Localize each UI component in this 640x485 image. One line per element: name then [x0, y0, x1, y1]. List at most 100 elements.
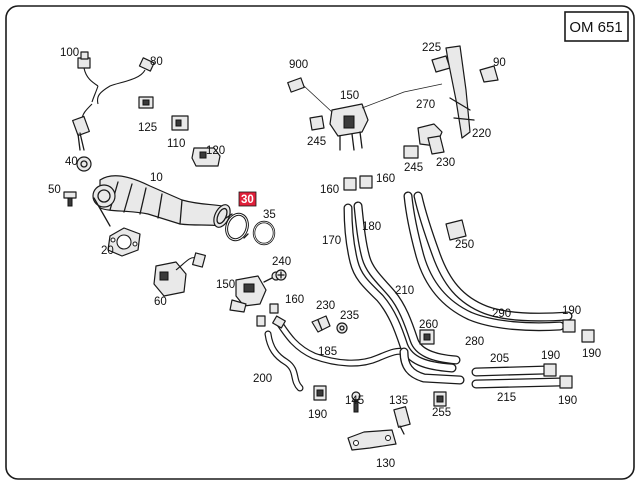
- label-120[interactable]: 120: [206, 145, 225, 157]
- part-245-clip-b[interactable]: [403, 145, 419, 159]
- part-280-pipe[interactable]: [413, 191, 573, 322]
- label-190d[interactable]: 190: [541, 350, 560, 362]
- part-135-sensor[interactable]: [393, 406, 411, 435]
- part-245-clip-a[interactable]: [309, 115, 325, 131]
- label-190e[interactable]: 190: [558, 395, 577, 407]
- label-185[interactable]: 185: [318, 346, 337, 358]
- label-220[interactable]: 220: [472, 128, 491, 140]
- label-270[interactable]: 270: [416, 99, 435, 111]
- label-160a[interactable]: 160: [285, 294, 304, 306]
- part-205-pipe[interactable]: [471, 365, 551, 377]
- part-190-clamp-b[interactable]: [562, 319, 576, 333]
- label-255[interactable]: 255: [432, 407, 451, 419]
- label-200[interactable]: 200: [253, 373, 272, 385]
- part-190-clamp-d[interactable]: [543, 363, 557, 377]
- label-260[interactable]: 260: [419, 319, 438, 331]
- part-200-hose[interactable]: [264, 330, 304, 392]
- part-250-clip[interactable]: [445, 219, 467, 241]
- label-245b[interactable]: 245: [404, 162, 423, 174]
- label-135[interactable]: 135: [389, 395, 408, 407]
- label-90[interactable]: 90: [493, 57, 506, 69]
- part-210-pipe[interactable]: [399, 347, 465, 385]
- diagram-border: [5, 5, 635, 480]
- part-130-bracket[interactable]: [347, 429, 397, 451]
- label-280[interactable]: 280: [465, 336, 484, 348]
- label-245a[interactable]: 245: [307, 136, 326, 148]
- label-130[interactable]: 130: [376, 458, 395, 470]
- label-80[interactable]: 80: [150, 56, 163, 68]
- part-235-nut[interactable]: [336, 322, 348, 334]
- part-40-seal[interactable]: [76, 156, 92, 172]
- label-30-badge: [238, 191, 257, 207]
- label-30-highlight[interactable]: 30: [238, 191, 257, 207]
- label-40[interactable]: 40: [65, 156, 78, 168]
- part-230-bracket-b[interactable]: [427, 135, 445, 155]
- part-240-bolt[interactable]: [275, 269, 287, 281]
- part-10-catalytic-converter[interactable]: [92, 175, 233, 230]
- part-120-bracket[interactable]: [191, 147, 221, 167]
- part-900-connector[interactable]: [287, 77, 305, 93]
- label-160b[interactable]: 160: [320, 184, 339, 196]
- part-150-pressure-sensor[interactable]: [229, 271, 281, 313]
- part-270-mount-bracket[interactable]: [445, 45, 475, 139]
- label-110[interactable]: 110: [167, 138, 185, 150]
- part-80-connector[interactable]: [91, 57, 155, 105]
- label-150b[interactable]: 150: [340, 90, 359, 102]
- label-240[interactable]: 240: [272, 256, 291, 268]
- part-150-control-module[interactable]: [329, 103, 369, 151]
- part-90-clip[interactable]: [479, 65, 499, 83]
- part-100-connector[interactable]: [77, 51, 99, 87]
- label-190a[interactable]: 190: [308, 409, 327, 421]
- part-145-bolt[interactable]: [351, 391, 361, 413]
- part-190-clamp-c[interactable]: [581, 329, 595, 343]
- label-60[interactable]: 60: [154, 296, 167, 308]
- label-145[interactable]: 145: [345, 395, 364, 407]
- label-230b[interactable]: 230: [436, 157, 455, 169]
- label-190b[interactable]: 190: [562, 305, 581, 317]
- label-230a[interactable]: 230: [316, 300, 335, 312]
- label-900[interactable]: 900: [289, 59, 308, 71]
- label-225[interactable]: 225: [422, 42, 441, 54]
- label-125[interactable]: 125: [138, 122, 157, 134]
- label-180[interactable]: 180: [362, 221, 381, 233]
- part-290-pipe[interactable]: [403, 191, 565, 332]
- label-250[interactable]: 250: [455, 239, 474, 251]
- label-205[interactable]: 205: [490, 353, 509, 365]
- label-30[interactable]: 30: [241, 194, 254, 206]
- label-150a[interactable]: 150: [216, 279, 235, 291]
- part-170-hose[interactable]: [343, 203, 457, 373]
- label-20[interactable]: 20: [101, 245, 114, 257]
- part-35-seal[interactable]: [252, 220, 276, 246]
- exhaust-sensor-probe[interactable]: [72, 103, 93, 151]
- part-125-clip[interactable]: [138, 96, 154, 109]
- part-255-clamp[interactable]: [433, 391, 447, 407]
- label-190c[interactable]: 190: [582, 348, 601, 360]
- part-185-hose[interactable]: [272, 315, 408, 367]
- part-20-gasket[interactable]: [107, 227, 141, 257]
- label-235[interactable]: 235: [340, 310, 359, 322]
- label-50[interactable]: 50: [48, 184, 61, 196]
- label-100[interactable]: 100: [60, 47, 79, 59]
- part-160-grommet-b[interactable]: [343, 175, 373, 191]
- part-180-hose[interactable]: [353, 201, 461, 365]
- part-60-sensor[interactable]: [153, 252, 206, 297]
- label-35[interactable]: 35: [263, 209, 276, 221]
- part-215-pipe[interactable]: [471, 377, 565, 389]
- part-110-bracket[interactable]: [171, 115, 189, 131]
- label-210[interactable]: 210: [395, 285, 414, 297]
- part-160-clamp-a[interactable]: [256, 303, 279, 327]
- label-160c[interactable]: 160: [376, 173, 395, 185]
- part-190-clamp-e[interactable]: [559, 375, 573, 389]
- engine-code-title: OM 651: [569, 19, 622, 36]
- label-170[interactable]: 170: [322, 235, 341, 247]
- part-labels: 100 80 125 110 120 40 10 50 20 60 30 35 …: [48, 42, 601, 470]
- part-260-bracket[interactable]: [419, 329, 435, 345]
- part-30-ring[interactable]: [223, 211, 251, 242]
- part-50-bolt[interactable]: [63, 191, 77, 207]
- label-10[interactable]: 10: [150, 172, 163, 184]
- label-215[interactable]: 215: [497, 392, 516, 404]
- label-290[interactable]: 290: [492, 308, 511, 320]
- part-230-bracket-a[interactable]: [311, 315, 331, 333]
- part-190-clamp-a[interactable]: [313, 385, 327, 401]
